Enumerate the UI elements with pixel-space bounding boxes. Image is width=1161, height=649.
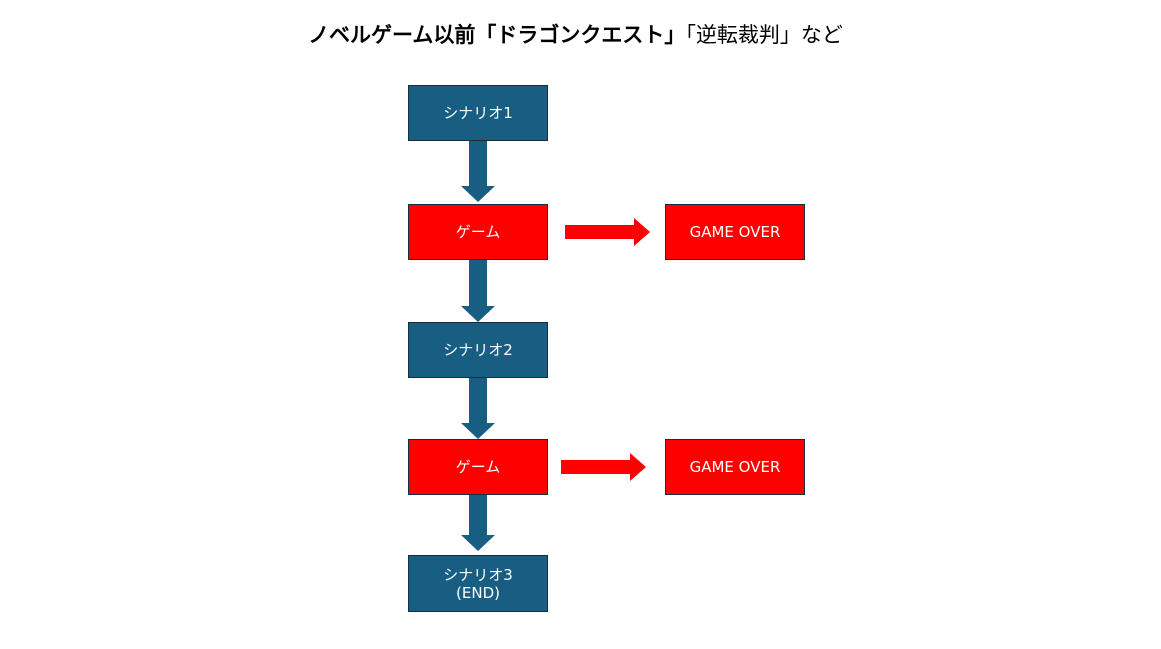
scenario-3-label: シナリオ3 [443,565,513,584]
game-1-label: ゲーム [455,223,501,241]
gameover-2-box: GAME OVER [665,439,805,495]
gameover-2-label: GAME OVER [689,458,781,476]
scenario-2-box: シナリオ2 [408,322,548,378]
scenario-2-label: シナリオ2 [443,341,513,359]
down-arrow-4 [461,494,495,551]
down-arrow-2 [461,260,495,322]
title-bold-part: ノベルゲーム以前「ドラゴンクエスト」 [308,23,686,47]
diagram-title: ノベルゲーム以前「ドラゴンクエスト」「逆転裁判」など [0,19,1151,49]
title-normal-part: 「逆転裁判」など [685,23,843,47]
game-2-label: ゲーム [455,458,501,476]
scenario-3-box: シナリオ3 (END) [408,555,548,612]
scenario-1-box: シナリオ1 [408,85,548,141]
down-arrow-1 [461,140,495,202]
right-arrow-2 [561,453,646,481]
game-2-box: ゲーム [408,439,548,495]
down-arrow-3 [461,378,495,439]
game-1-box: ゲーム [408,204,548,260]
scenario-1-label: シナリオ1 [443,104,513,122]
right-arrow-1 [565,218,650,246]
scenario-3-end-label: (END) [456,583,500,602]
gameover-1-label: GAME OVER [689,223,781,241]
gameover-1-box: GAME OVER [665,204,805,260]
